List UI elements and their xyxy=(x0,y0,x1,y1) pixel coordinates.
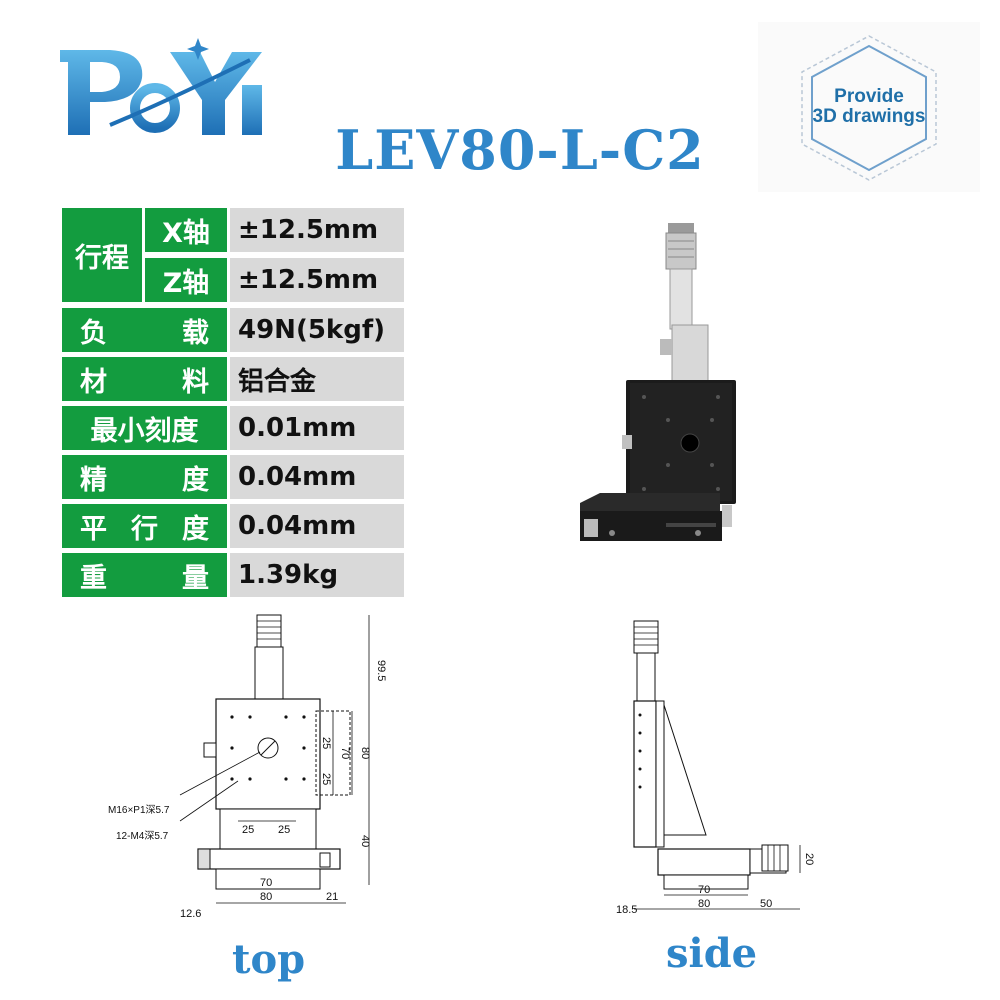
top-caption: top xyxy=(232,936,306,983)
dim-12-6: 12.6 xyxy=(180,908,201,920)
badge-line1: Provide xyxy=(834,86,904,107)
spec-label-char: 平 xyxy=(80,513,107,545)
spec-value: 铝合金 xyxy=(230,357,404,401)
side-dim-70: 70 xyxy=(698,884,710,896)
side-dim-80: 80 xyxy=(698,898,710,910)
spec-label-char: 材 xyxy=(80,366,107,398)
spec-label: 材料 xyxy=(62,357,227,401)
spec-label: 重量 xyxy=(62,553,227,597)
spec-label-char: 量 xyxy=(182,562,209,594)
z-axis-label: Z轴 xyxy=(145,258,227,302)
spec-label: 最小刻度 xyxy=(62,406,227,450)
x-axis-value: ±12.5mm xyxy=(230,208,404,252)
spec-label-char: 度 xyxy=(182,464,209,496)
spec-label-char: 负 xyxy=(80,317,107,349)
spec-row-stroke: 行程 X轴 ±12.5mm Z轴 ±12.5mm xyxy=(62,208,404,302)
dim-b70: 70 xyxy=(260,877,272,889)
spec-label-char: 行 xyxy=(131,513,158,545)
z-axis-value: ±12.5mm xyxy=(230,258,404,302)
brand-logo xyxy=(50,30,280,150)
badge-line2: 3D drawings xyxy=(812,106,926,127)
spec-label: 负载 xyxy=(62,308,227,352)
spec-label: 平行度 xyxy=(62,504,227,548)
x-axis-label: X轴 xyxy=(145,208,227,252)
spec-label-char: 载 xyxy=(182,317,209,349)
3d-drawings-badge: Provide 3D drawings xyxy=(758,22,980,192)
spec-label-char: 精 xyxy=(80,464,107,496)
side-view-drawing: 70 80 50 18.5 20 xyxy=(600,605,860,935)
spec-value: 0.01mm xyxy=(230,406,404,450)
spec-label-char: 料 xyxy=(182,366,209,398)
dim-80: 80 xyxy=(359,747,371,759)
hexagon-icon xyxy=(801,35,937,181)
spec-row: 材料铝合金 xyxy=(62,357,404,401)
model-title: LEV80-L-C2 xyxy=(335,118,705,182)
dim-25b: 25 xyxy=(320,773,332,785)
dim-h25a: 25 xyxy=(242,824,254,836)
spec-label: 精度 xyxy=(62,455,227,499)
spec-value: 49N(5kgf) xyxy=(230,308,404,352)
side-caption: side xyxy=(666,930,758,977)
side-dim-18-5: 18.5 xyxy=(616,904,637,916)
dim-h25b: 25 xyxy=(278,824,290,836)
spec-label-char: 最小刻度 xyxy=(90,415,199,447)
dim-b80: 80 xyxy=(260,891,272,903)
side-dim-20: 20 xyxy=(803,853,815,865)
spec-value: 0.04mm xyxy=(230,455,404,499)
top-view-drawing: 99.5 25 25 70 80 25 25 40 70 80 21 12.6 … xyxy=(108,605,420,935)
spec-value: 0.04mm xyxy=(230,504,404,548)
dim-70: 70 xyxy=(339,747,351,759)
spec-value: 1.39kg xyxy=(230,553,404,597)
dim-99-5: 99.5 xyxy=(375,660,387,681)
spec-row: 最小刻度 0.01mm xyxy=(62,406,404,450)
dim-40: 40 xyxy=(359,835,371,847)
stroke-label: 行程 xyxy=(62,208,142,302)
product-photo xyxy=(560,215,760,575)
side-dim-50: 50 xyxy=(760,898,772,910)
dim-b21: 21 xyxy=(326,891,338,903)
dim-25a: 25 xyxy=(320,737,332,749)
spec-label-char: 度 xyxy=(182,513,209,545)
spec-label-char: 重 xyxy=(80,562,107,594)
note-m16: M16×P1深5.7 xyxy=(108,804,170,816)
note-m4: 12-M4深5.7 xyxy=(116,830,169,842)
